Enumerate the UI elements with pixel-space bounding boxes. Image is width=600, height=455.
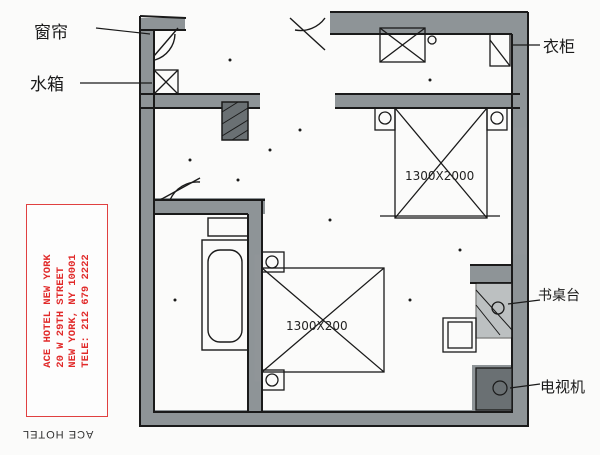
hotel-card-line: ACE HOTEL NEW YORK xyxy=(42,253,54,368)
footer-brand: ACE HOTEL xyxy=(22,428,94,440)
hatched-column xyxy=(221,101,249,141)
hotel-card-line: 20 W 29TH STREET xyxy=(54,266,67,368)
label-leaders xyxy=(80,27,541,389)
hotel-card: ACE HOTEL NEW YORK 20 W 29TH STREET NEW … xyxy=(26,204,108,417)
label-window: 窗帘 xyxy=(34,23,68,43)
label-wardrobe: 衣柜 xyxy=(543,37,575,56)
wardrobe-unit xyxy=(379,27,511,67)
water-heater-box xyxy=(153,69,179,95)
dimension-lower-bed: 1300X200 xyxy=(286,319,348,333)
doors xyxy=(153,17,326,201)
upper-bed xyxy=(374,107,508,219)
ceiling-dots xyxy=(173,58,462,302)
bathtub xyxy=(201,217,249,351)
dimension-upper-bed: 1300X2000 xyxy=(405,169,474,183)
label-desk: 书桌台 xyxy=(538,288,580,304)
label-tv: 电视机 xyxy=(540,378,585,396)
hotel-card-line: NEW YORK, NY 10001 xyxy=(67,253,79,368)
hotel-card-address: ACE HOTEL NEW YORK 20 W 29TH STREET NEW … xyxy=(42,254,92,367)
tv-cabinet xyxy=(475,367,513,411)
hotel-card-line: TELE: 212 679 2222 xyxy=(79,253,92,368)
desk-area xyxy=(442,282,513,353)
label-water-heater: 水箱 xyxy=(30,75,64,95)
wall-lines xyxy=(139,11,529,427)
lower-bed xyxy=(261,251,385,391)
